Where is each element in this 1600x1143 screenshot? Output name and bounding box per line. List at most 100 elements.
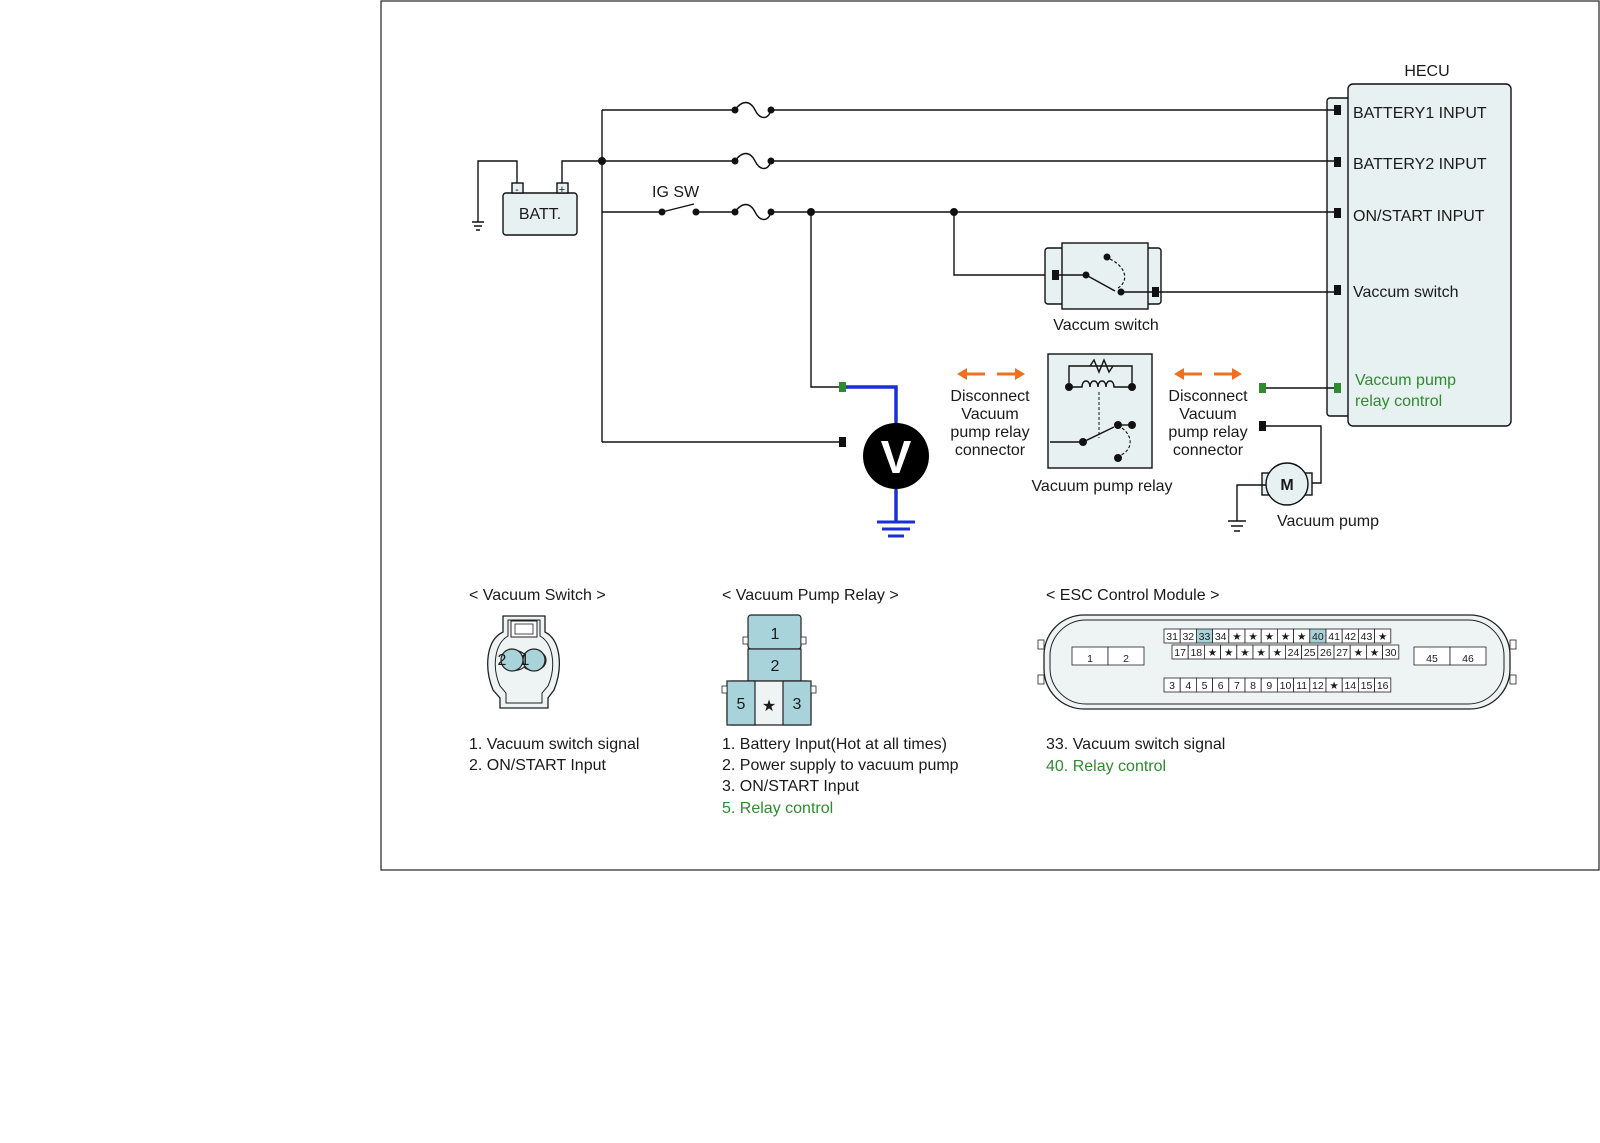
esc-pin-label: ★ — [1232, 631, 1242, 643]
relay-switch-blade-icon — [1050, 426, 1115, 443]
disconnect-note-line: Vacuum — [961, 406, 1019, 423]
esc-pin-label: 11 — [1296, 680, 1307, 692]
battery-box — [502, 192, 578, 236]
esc-pin-label: 40 — [1312, 631, 1324, 643]
esc-pin-label: ★ — [1248, 631, 1258, 643]
esc-pin-label: 25 — [1304, 647, 1316, 659]
esc-pin-label: 32 — [1182, 631, 1194, 643]
esc-pin-label: 34 — [1215, 631, 1227, 643]
hecu-terminal — [1334, 208, 1341, 218]
vacuum-switch-legend-2: 2. ON/START Input — [469, 757, 607, 774]
vacuum-switch-label: Vaccum switch — [1053, 317, 1159, 334]
battery-ground-icon — [472, 221, 484, 231]
esc-pin-label: 6 — [1218, 680, 1224, 692]
vacuum-pump-relay-connector-title: < Vacuum Pump Relay > — [722, 587, 899, 604]
vacuum-switch-contact — [1103, 253, 1111, 261]
vacuum-switch-pin: 1 — [521, 652, 530, 669]
esc-connector-title: < ESC Control Module > — [1046, 587, 1219, 604]
esc-pin-label: 4 — [1185, 680, 1191, 692]
vacuum-pump-relay-label: Vacuum pump relay — [1031, 478, 1172, 495]
relay-connector-pin: 2 — [771, 658, 780, 675]
hecu-box — [1347, 83, 1512, 427]
esc-connector-face — [1037, 614, 1517, 710]
vacuum-switch-linkage — [1109, 258, 1126, 289]
esc-pin-label: ★ — [1329, 680, 1339, 692]
hecu-terminal — [1334, 105, 1341, 115]
disconnect-note-right: Disconnect Vacuum pump relay connector — [1168, 388, 1248, 459]
esc-pin-cell — [1382, 644, 1400, 660]
esc-pin-cell — [1449, 646, 1487, 666]
battery-label: BATT. — [519, 206, 561, 223]
battery-pos-sign: + — [559, 184, 565, 196]
esc-pin-label: ★ — [1378, 631, 1388, 643]
probe-positive-wire — [846, 385, 898, 425]
esc-pin-label: 43 — [1361, 631, 1373, 643]
relay-resistor-wire — [1068, 365, 1133, 387]
relay-switch-linkage — [1120, 427, 1131, 456]
fuse-terminal — [731, 157, 739, 165]
pump-ground-icon — [1228, 520, 1246, 532]
hecu-connector-housing — [1326, 97, 1351, 417]
esc-pin-label: 31 — [1166, 631, 1178, 643]
ig-switch-icon — [661, 203, 695, 213]
esc-pin-label: 41 — [1328, 631, 1340, 643]
esc-pin-label: ★ — [1281, 631, 1291, 643]
fuse-icon — [734, 203, 772, 221]
esc-legend-1: 33. Vacuum switch signal — [1046, 736, 1225, 753]
vacuum-switch-pin: 2 — [498, 652, 507, 669]
disconnect-note-line: Vacuum — [1179, 406, 1237, 423]
esc-pin-cell — [1107, 646, 1145, 666]
esc-pin-label: ★ — [1265, 631, 1275, 643]
voltmeter-icon — [863, 423, 929, 489]
esc-pin-label: 1 — [1087, 653, 1093, 665]
esc-pin-label: 45 — [1426, 653, 1438, 665]
disconnect-note-line: connector — [1173, 442, 1244, 459]
vacuum-pump-label: Vacuum pump — [1277, 513, 1379, 530]
relay-connector-terminal — [839, 437, 846, 447]
esc-pin-label: 24 — [1288, 647, 1300, 659]
esc-pin-label: ★ — [1240, 647, 1250, 659]
vacuum-switch-terminal — [1152, 287, 1159, 297]
hecu-terminal-relay-control — [1334, 383, 1341, 393]
esc-pin-label: ★ — [1354, 647, 1364, 659]
hecu-title: HECU — [1404, 63, 1449, 80]
motor-icon — [1265, 462, 1309, 506]
esc-pin-label: 2 — [1123, 653, 1129, 665]
esc-pin-label: 5 — [1202, 680, 1208, 692]
relay-legend-2: 2. Power supply to vacuum pump — [722, 757, 959, 774]
vacuum-switch-box — [1061, 242, 1149, 310]
esc-pin-label: 8 — [1250, 680, 1256, 692]
esc-pin-label: ★ — [1224, 647, 1234, 659]
battery-pos-wire — [561, 160, 602, 183]
vacuum-pump-relay-box — [1047, 353, 1153, 469]
ig-switch-label: IG SW — [652, 184, 700, 201]
disconnect-note-line: Disconnect — [1168, 388, 1248, 405]
hecu-pin-relay-control-1: Vaccum pump — [1355, 372, 1456, 389]
fuse-icon — [734, 101, 772, 119]
esc-pin-label: 14 — [1344, 680, 1356, 692]
esc-pin-label: 15 — [1361, 680, 1373, 692]
relay-coil-icon — [1069, 380, 1132, 388]
esc-pin-label: 26 — [1320, 647, 1332, 659]
vacuum-pump-relay-connector-face — [721, 614, 817, 726]
esc-pin-label: 12 — [1312, 680, 1324, 692]
esc-pin-label: 16 — [1377, 680, 1389, 692]
esc-pin-label: ★ — [1208, 647, 1218, 659]
vacuum-switch-terminal — [1052, 270, 1059, 280]
disconnect-note-line: pump relay — [950, 424, 1029, 441]
esc-pin-label: 46 — [1462, 653, 1474, 665]
esc-pin-label: ★ — [1273, 647, 1283, 659]
esc-pin-label: ★ — [1370, 647, 1380, 659]
esc-pin-label: ★ — [1256, 647, 1266, 659]
esc-pin-label: 27 — [1336, 647, 1348, 659]
hecu-pin-on-start: ON/START INPUT — [1353, 208, 1485, 225]
esc-pin-label: 30 — [1385, 647, 1397, 659]
relay-switch-terminal — [1114, 454, 1122, 462]
relay-legend-highlight: 5. Relay control — [722, 800, 833, 817]
esc-pin-label: 7 — [1234, 680, 1240, 692]
fuse-terminal — [731, 208, 739, 216]
relay-connector-pin: ★ — [762, 698, 776, 715]
fuse-icon — [734, 152, 772, 170]
hecu-terminal — [1334, 285, 1341, 295]
